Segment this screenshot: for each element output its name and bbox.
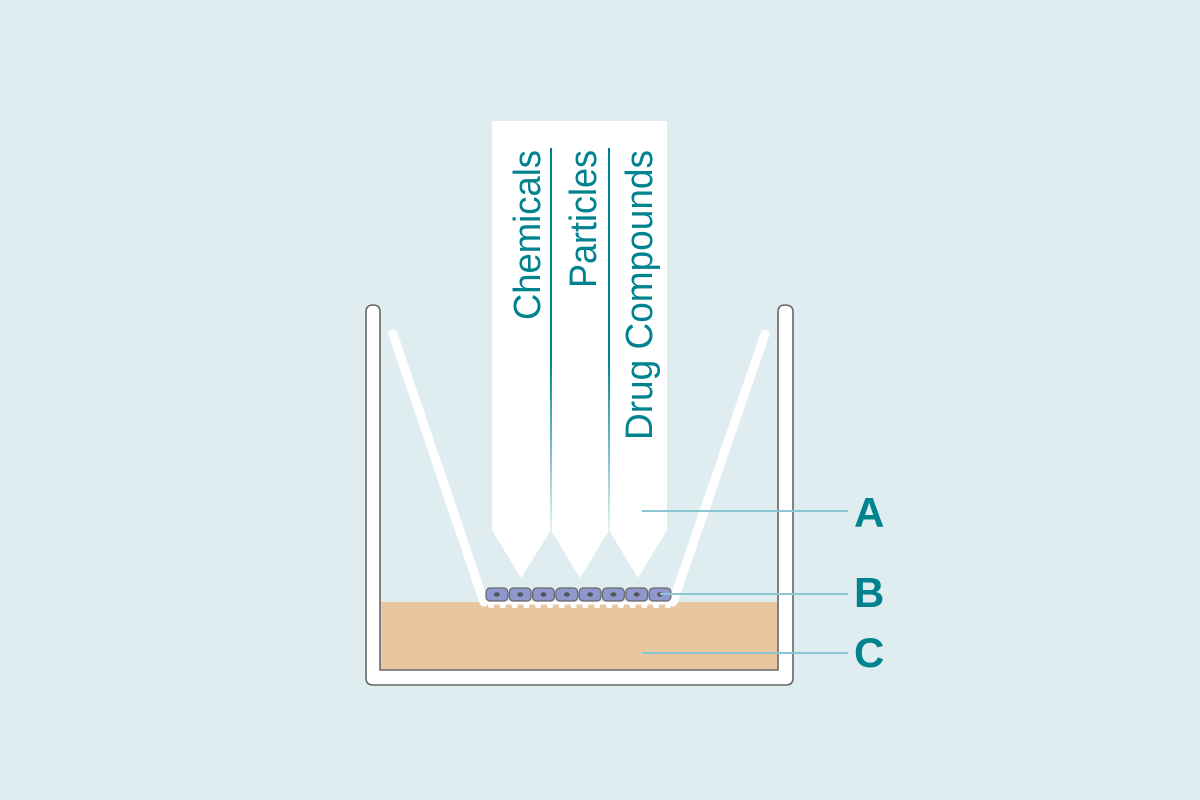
cell-nucleus bbox=[493, 592, 500, 597]
membrane-pore bbox=[547, 602, 553, 608]
banner-divider bbox=[608, 148, 610, 530]
well-wall bbox=[365, 304, 794, 686]
membrane-pore bbox=[617, 602, 624, 608]
label-particles: Particles bbox=[563, 150, 605, 288]
membrane-pore bbox=[594, 602, 601, 608]
cell-nucleus bbox=[587, 592, 594, 597]
cell-nucleus bbox=[633, 592, 640, 597]
callout-a: A bbox=[854, 489, 884, 536]
membrane-pore bbox=[511, 602, 518, 608]
membrane-pore bbox=[570, 602, 577, 608]
label-drug-compounds: Drug Compounds bbox=[619, 150, 661, 440]
banner-divider bbox=[550, 148, 552, 530]
membrane-pore bbox=[582, 602, 589, 608]
membrane-pores bbox=[488, 602, 671, 608]
cell-nucleus bbox=[540, 592, 547, 597]
membrane-pore bbox=[665, 602, 671, 608]
membrane-pore bbox=[653, 602, 660, 608]
treatment-banner bbox=[492, 121, 667, 578]
insert-wall-left bbox=[388, 329, 489, 607]
cell-nucleus bbox=[610, 592, 617, 597]
membrane-pore bbox=[499, 602, 506, 608]
label-chemicals: Chemicals bbox=[507, 150, 549, 320]
membrane-pore bbox=[641, 602, 648, 608]
membrane-pore bbox=[606, 602, 612, 608]
cell-nucleus bbox=[563, 592, 570, 597]
membrane-pore bbox=[535, 602, 542, 608]
callout-b: B bbox=[854, 569, 884, 616]
insert-wall-right bbox=[668, 329, 770, 607]
membrane-pore bbox=[488, 602, 494, 608]
cell-nucleus bbox=[517, 592, 524, 597]
membrane-pore bbox=[523, 602, 530, 608]
cell-monolayer bbox=[485, 587, 672, 602]
membrane-pore bbox=[629, 602, 636, 608]
membrane-pore bbox=[558, 602, 565, 608]
culture-medium bbox=[381, 602, 777, 669]
callout-c: C bbox=[854, 629, 884, 676]
